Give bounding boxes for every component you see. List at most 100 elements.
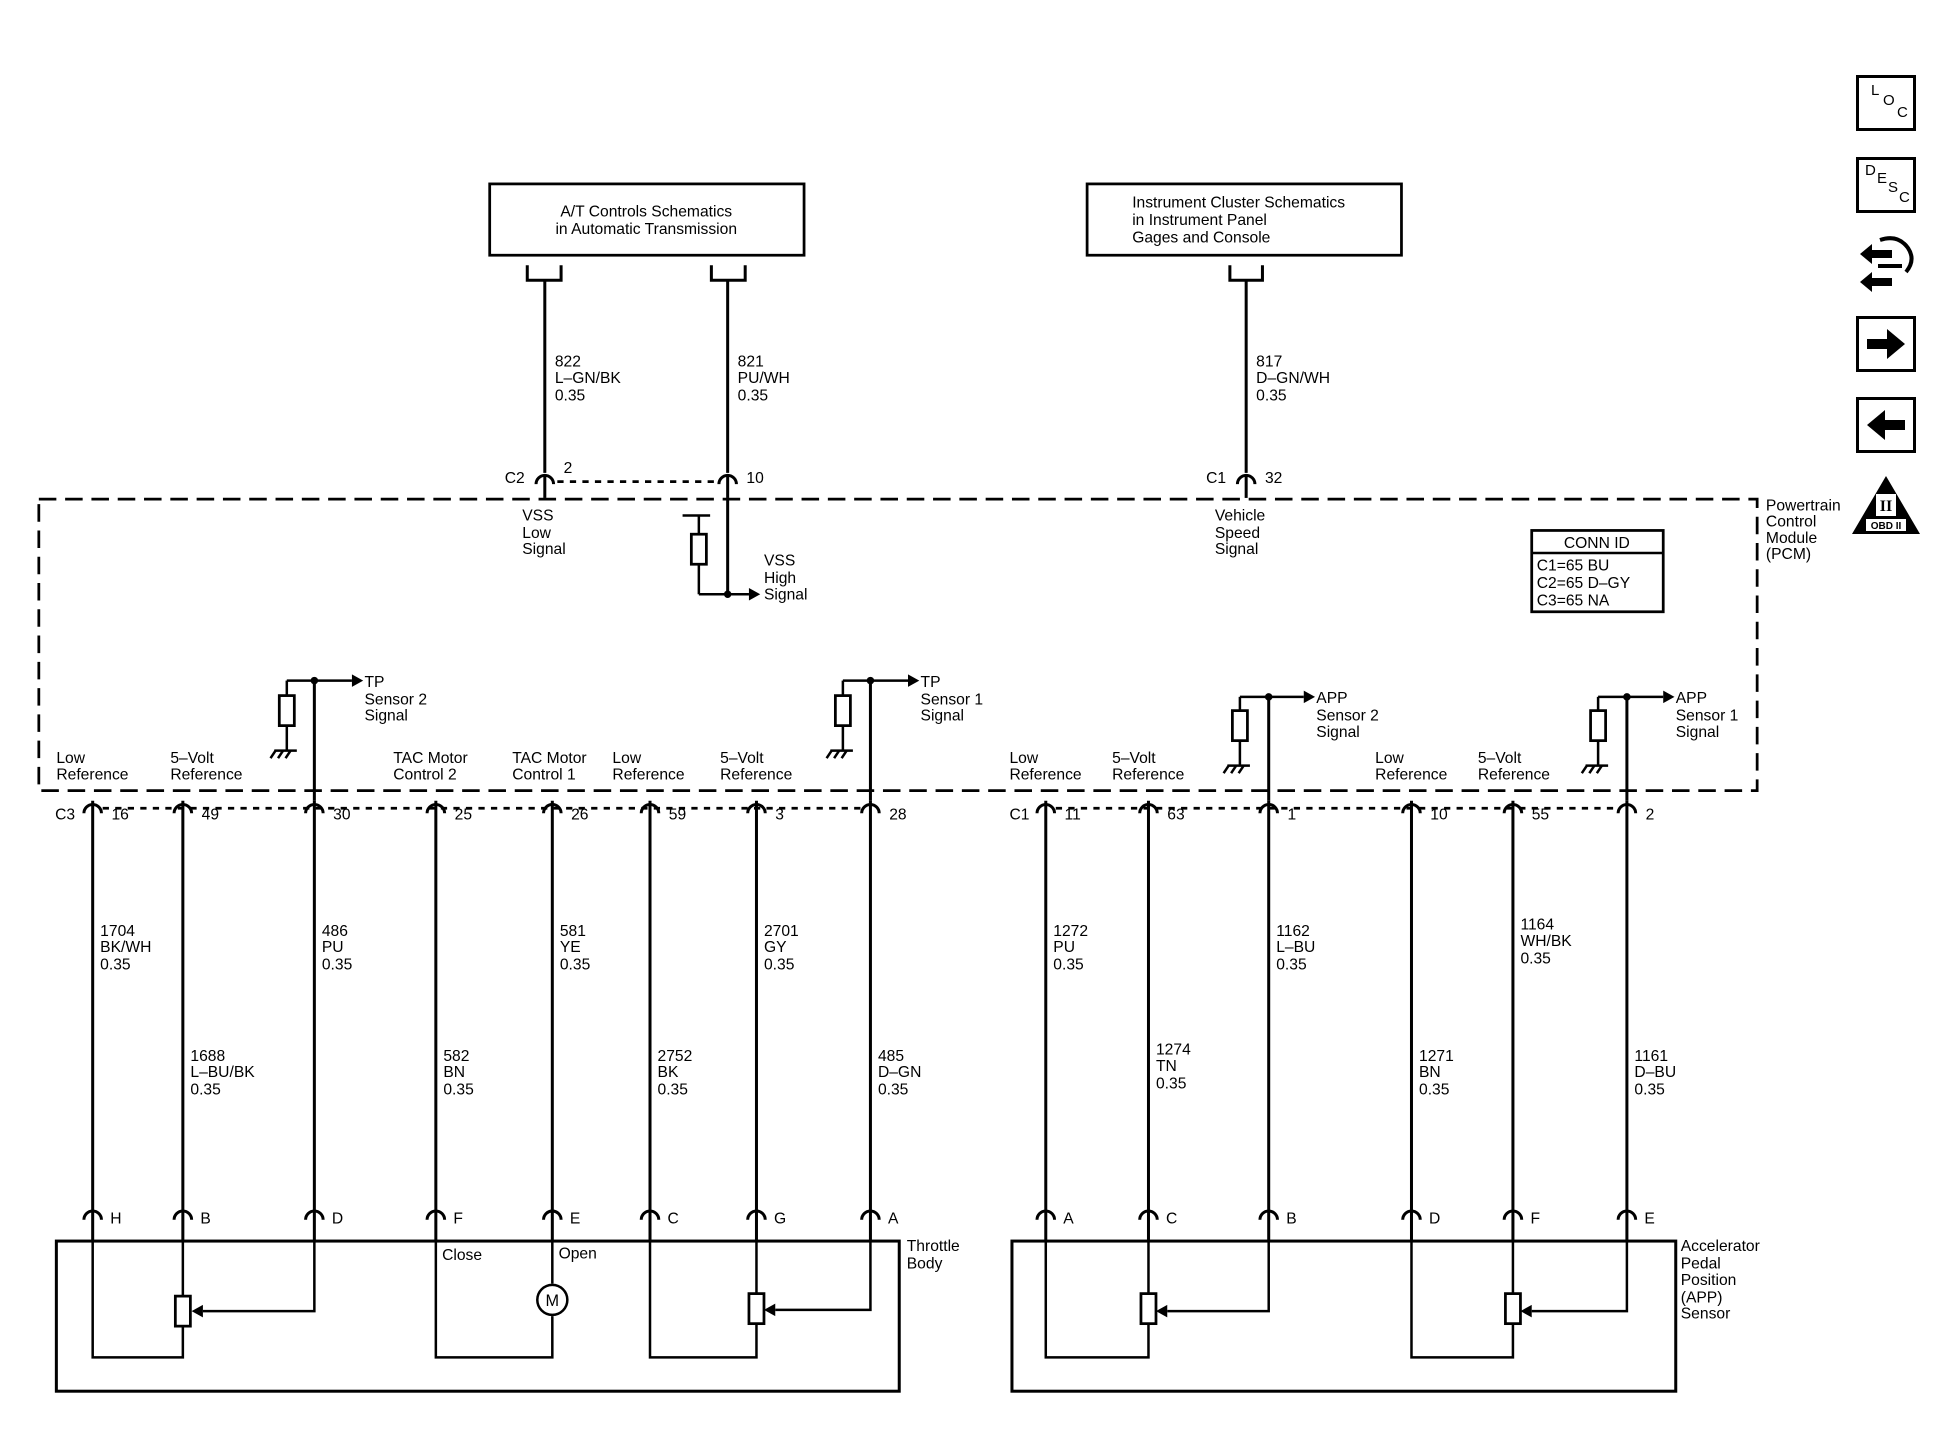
back-button[interactable] bbox=[1856, 397, 1916, 453]
app-sensor[interactable] bbox=[1010, 1239, 1678, 1393]
connector-c2-label: C2 bbox=[505, 470, 525, 487]
pin-label: 32 bbox=[1265, 470, 1282, 487]
ic-box-line3: Gages and Console bbox=[1132, 230, 1270, 247]
wire-color: BK bbox=[658, 1064, 679, 1081]
pcm-pin-number: 10 bbox=[1430, 806, 1448, 823]
wire-color: TN bbox=[1156, 1058, 1177, 1075]
wire-color: BN bbox=[1419, 1064, 1441, 1081]
app1-signal-circuit bbox=[1580, 690, 1675, 774]
desc-button[interactable]: D E S C bbox=[1856, 157, 1916, 213]
wire-color: BK/WH bbox=[100, 939, 151, 956]
signal-label-line: APP bbox=[1676, 690, 1707, 707]
app2-signal-circuit bbox=[1222, 690, 1316, 774]
pcm-pin-terminal bbox=[1035, 802, 1057, 814]
next-button[interactable] bbox=[1856, 316, 1916, 372]
throttle-body-circuits: 16H1704BK/WH0.3549B1688L–BU/BK0.3530D486… bbox=[82, 800, 921, 1242]
wire-number: 1271 bbox=[1419, 1048, 1454, 1065]
pin-function: TAC Motor bbox=[512, 750, 586, 767]
device-pin-letter: C bbox=[1166, 1211, 1177, 1228]
wire-number: 821 bbox=[738, 354, 764, 371]
pcm-pin-terminal bbox=[1138, 802, 1159, 814]
top-pcm-pins bbox=[534, 473, 1257, 498]
wire-color: D–GN/WH bbox=[1256, 370, 1330, 387]
tp2-signal-circuit bbox=[269, 674, 364, 759]
device-pin-terminal bbox=[1258, 1209, 1279, 1220]
wire-gauge: 0.35 bbox=[738, 387, 769, 404]
pin-function: Reference bbox=[720, 766, 792, 783]
device-label-line: Throttle bbox=[907, 1238, 960, 1255]
top-wires bbox=[543, 280, 1248, 473]
wire-color: D–GN bbox=[878, 1064, 921, 1081]
pcm-pin-number: 59 bbox=[669, 806, 686, 823]
wire-color: PU bbox=[1053, 939, 1075, 956]
pcm-pin-terminal bbox=[1258, 802, 1279, 814]
pcm-label: Powertrain Control Module (PCM) bbox=[1766, 497, 1841, 563]
motor-icon bbox=[536, 1283, 569, 1317]
at-controls-box[interactable]: A/T Controls Schematics in Automatic Tra… bbox=[488, 182, 806, 257]
wire-number: 1164 bbox=[1520, 917, 1554, 934]
wire-number: 1161 bbox=[1634, 1048, 1668, 1065]
obd-numeral: II bbox=[1880, 498, 1892, 515]
pin-function: Reference bbox=[1009, 766, 1081, 783]
close-label: Close bbox=[442, 1247, 482, 1264]
wire-color: D–BU bbox=[1634, 1064, 1676, 1081]
connector-view-button[interactable] bbox=[1854, 232, 1920, 298]
pin-function: Reference bbox=[1112, 766, 1184, 783]
pin-function: 5–Volt bbox=[1112, 750, 1156, 767]
wire-number: 582 bbox=[443, 1048, 469, 1065]
wire-gauge: 0.35 bbox=[1520, 950, 1551, 967]
conn-id-entry: C1=65 BU bbox=[1537, 557, 1610, 574]
wire-822-label: 822 L–GN/BK 0.35 bbox=[555, 354, 622, 405]
arrow-right-icon bbox=[1867, 329, 1905, 359]
pcm-pin-terminal bbox=[746, 802, 767, 814]
wire-821-label: 821 PU/WH 0.35 bbox=[738, 354, 790, 405]
throttle-body[interactable]: M bbox=[54, 1239, 901, 1393]
connector-c1-label: C1 bbox=[1206, 470, 1226, 487]
wire-gauge: 0.35 bbox=[1276, 957, 1307, 974]
device-label-line: Sensor bbox=[1681, 1306, 1731, 1323]
signal-taps bbox=[312, 680, 1629, 801]
connector-c1-label: C1 bbox=[1009, 806, 1029, 823]
pin-function: Low bbox=[1009, 750, 1038, 767]
signal-label-line: Vehicle bbox=[1215, 507, 1265, 524]
wire-number: 581 bbox=[560, 923, 586, 940]
device-pin-terminal bbox=[425, 1209, 447, 1220]
wire-number: 2701 bbox=[764, 923, 799, 940]
pin-function: Reference bbox=[1478, 766, 1550, 783]
wire-color: L–GN/BK bbox=[555, 370, 622, 387]
pcm-label-line: (PCM) bbox=[1766, 546, 1811, 563]
wire-gauge: 0.35 bbox=[443, 1082, 474, 1099]
device-pin-terminal bbox=[1502, 1209, 1524, 1220]
wire-gauge: 0.35 bbox=[878, 1082, 909, 1099]
wire-color: L–BU bbox=[1276, 939, 1315, 956]
device-pin-letter: C bbox=[668, 1211, 679, 1228]
desc-letter: C bbox=[1899, 189, 1910, 206]
pin-function-labels: Low Reference 5–Volt Reference TAC Motor… bbox=[56, 750, 1550, 783]
device-pin-letter: D bbox=[1429, 1211, 1440, 1228]
tp2-signal-label: TP Sensor 2 Signal bbox=[364, 674, 427, 725]
pcm-pin-number: 49 bbox=[202, 806, 219, 823]
signal-label-line: Signal bbox=[364, 708, 407, 725]
instrument-cluster-box[interactable]: Instrument Cluster Schematics in Instrum… bbox=[1085, 182, 1403, 257]
pcm-pin-number: 11 bbox=[1065, 806, 1081, 823]
wire-color: PU/WH bbox=[738, 370, 790, 387]
wire-gauge: 0.35 bbox=[1634, 1082, 1665, 1099]
pcm-pin-number: 16 bbox=[111, 806, 128, 823]
device-label-line: (APP) bbox=[1681, 1289, 1723, 1306]
loc-button[interactable]: L O C bbox=[1856, 75, 1916, 131]
device-pin-terminal bbox=[542, 1209, 563, 1220]
app-sensor-label: Accelerator Pedal Position (APP) Sensor bbox=[1681, 1238, 1760, 1323]
device-pin-terminal bbox=[1616, 1209, 1638, 1220]
pin-function: Reference bbox=[1375, 766, 1447, 783]
pin-function: Reference bbox=[170, 766, 242, 783]
tp1-signal-label: TP Sensor 1 Signal bbox=[921, 674, 984, 725]
conn-id-entry: C3=65 NA bbox=[1537, 593, 1610, 610]
signal-label-line: Signal bbox=[522, 541, 565, 558]
obd-ii-badge[interactable]: II OBD II bbox=[1848, 472, 1924, 538]
